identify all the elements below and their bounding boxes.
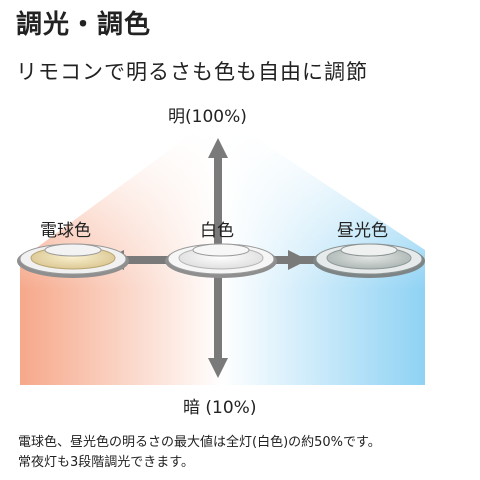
daylight-color-label: 昼光色 [337, 221, 388, 241]
warm-color-label: 電球色 [40, 221, 91, 241]
page-subtitle: リモコンで明るさも色も自由に調節 [16, 60, 368, 84]
footnote-line: 電球色、昼光色の明るさの最大値は全灯(白色)の約50%です。 [18, 435, 381, 450]
max-brightness-label: 明(100%) [168, 107, 247, 127]
page-title: 調光・調色 [16, 10, 152, 40]
footnote: 電球色、昼光色の明るさの最大値は全灯(白色)の約50%です。 常夜灯も3段階調光… [18, 433, 478, 473]
white-light-fixture [165, 243, 277, 278]
daylight-fixture [313, 243, 425, 278]
min-brightness-label: 暗 (10%) [183, 398, 257, 418]
white-color-label: 白色 [200, 221, 234, 241]
footnote-line: 常夜灯も3段階調光できます。 [18, 455, 194, 470]
warm-light-fixture [17, 243, 129, 278]
